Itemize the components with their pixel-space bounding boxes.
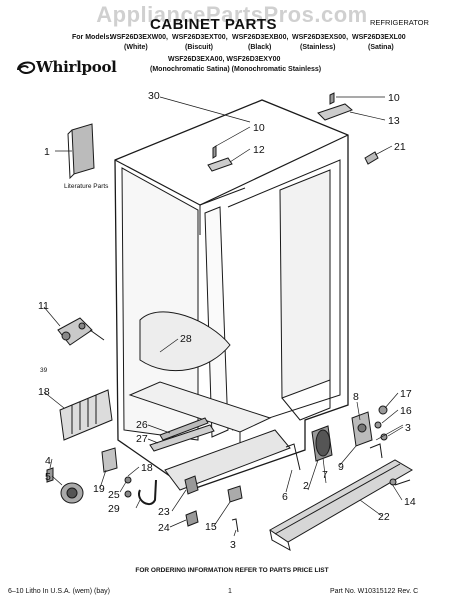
callout-7: 7 [322,469,328,481]
callout-26: 26 [136,419,148,431]
page-title: CABINET PARTS [150,16,278,33]
small-ref-label: 39 [40,367,48,374]
callout-30: 30 [148,90,160,102]
model-5: WSF26D3EXL00 [352,34,406,41]
callout-18-low: 18 [141,462,153,474]
callout-3-low: 3 [230,539,236,551]
callout-5: 5 [45,471,51,483]
category-label: REFRIGERATOR [370,18,429,27]
callout-10-mid: 10 [253,122,265,134]
ordering-note: FOR ORDERING INFORMATION REFER TO PARTS … [135,567,329,574]
literature-parts-book [71,123,95,175]
color-3: (Black) [248,44,272,51]
models-line-2: WSF26D3EXA00, WSF26D3EXY00 [168,56,281,63]
model-1: WSF26D3EXW00, [110,34,168,41]
callout-12: 12 [253,144,265,156]
callout-4: 4 [45,455,51,467]
callout-19: 19 [93,483,105,495]
model-3: WSF26D3EXB00, [232,34,289,41]
watermark: AppliancePartsPros.com [96,2,368,27]
callout-28: 28 [180,333,192,345]
callout-22: 22 [378,511,390,523]
callout-10-top: 10 [388,92,400,104]
callout-21: 21 [394,141,406,153]
model-2: WSF26D3EXT00, [172,34,228,41]
literature-parts-label: Literature Parts [64,183,109,190]
models-prefix: For Models: [72,34,112,41]
litho-info: 6–10 Litho In U.S.A. (wem) (bay) [8,588,110,595]
colors-line-2: (Monochromatic Satina) (Monochromatic St… [150,66,322,73]
callout-23: 23 [158,506,170,518]
callout-18-left: 18 [38,386,50,398]
callout-13: 13 [388,115,400,127]
color-5: (Satina) [368,44,394,51]
callout-16: 16 [400,405,412,417]
color-2: (Biscuit) [185,44,213,51]
callout-6: 6 [282,491,288,503]
callout-3-right: 3 [405,422,411,434]
callout-14: 14 [404,496,416,508]
callout-17: 17 [400,388,412,400]
callout-8: 8 [353,391,359,403]
brand-name: Whirlpool [36,58,117,76]
callout-29: 29 [108,503,120,515]
callout-24: 24 [158,522,170,534]
callout-15: 15 [205,521,217,533]
callout-1: 1 [44,146,50,158]
color-4: (Stainless) [300,44,336,51]
part-number: Part No. W10315122 Rev. C [330,588,419,595]
callout-27: 27 [136,433,148,445]
callout-2: 2 [303,480,309,492]
callout-25: 25 [108,489,120,501]
model-4: WSF26D3EXS00, [292,34,349,41]
color-1: (White) [124,44,148,51]
callout-9: 9 [338,461,344,473]
whirlpool-swirl-icon [17,61,36,74]
callout-11: 11 [38,300,49,312]
whirlpool-logo: Whirlpool [14,58,130,80]
cabinet-outline [114,99,349,491]
page-number: 1 [228,588,232,595]
